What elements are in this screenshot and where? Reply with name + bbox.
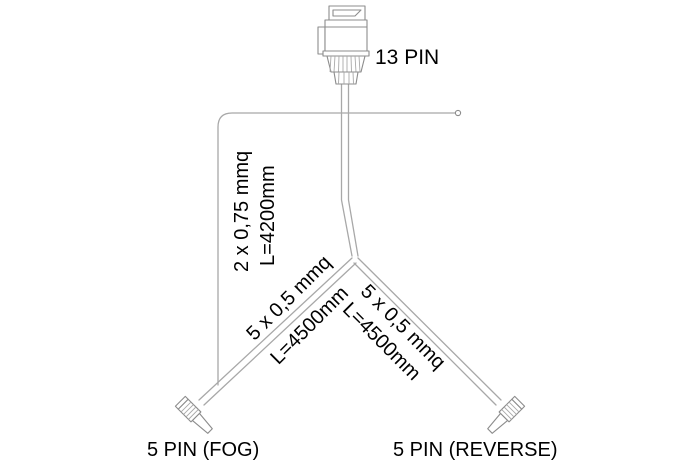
reverse-connector-ribs (501, 401, 520, 420)
connector-latch-inner (332, 9, 362, 17)
5-pin-reverse-connector (487, 395, 526, 434)
5-pin-fog-connector (174, 395, 213, 434)
label-trunk-length: L=4200mm (257, 165, 279, 266)
right-diagonal-cable-lower (353, 262, 497, 406)
label-trunk-gauge: 2 x 0,75 mmq (231, 150, 253, 272)
trunk-cable-left-line (340, 83, 353, 257)
left-diagonal-cable-upper (198, 257, 353, 401)
connector-lower-flange (322, 50, 370, 57)
fog-connector-end-cap (174, 395, 189, 410)
fog-connector-ribs (180, 401, 199, 420)
label-5-pin-fog: 5 PIN (FOG) (147, 439, 260, 461)
13-pin-connector (317, 5, 370, 85)
label-5-pin-reverse: 5 PIN (REVERSE) (393, 439, 558, 461)
connector-body (324, 26, 368, 52)
reverse-connector-end-cap (511, 395, 526, 410)
cable-lines (198, 83, 502, 406)
connector-upper-flange (324, 19, 368, 28)
connector-strain-relief (333, 71, 359, 85)
connector-grip-ribs (329, 55, 361, 73)
connector-side-tab (317, 26, 326, 55)
label-13-pin: 13 PIN (375, 46, 440, 69)
connector-strain-relief-ribs (338, 71, 354, 85)
right-diagonal-cable-upper (357, 257, 502, 401)
left-diagonal-cable-lower (203, 262, 357, 406)
horizontal-branch-wire (217, 112, 456, 386)
horizontal-wire-terminal (454, 109, 462, 117)
trunk-cable-right-line (347, 83, 359, 257)
